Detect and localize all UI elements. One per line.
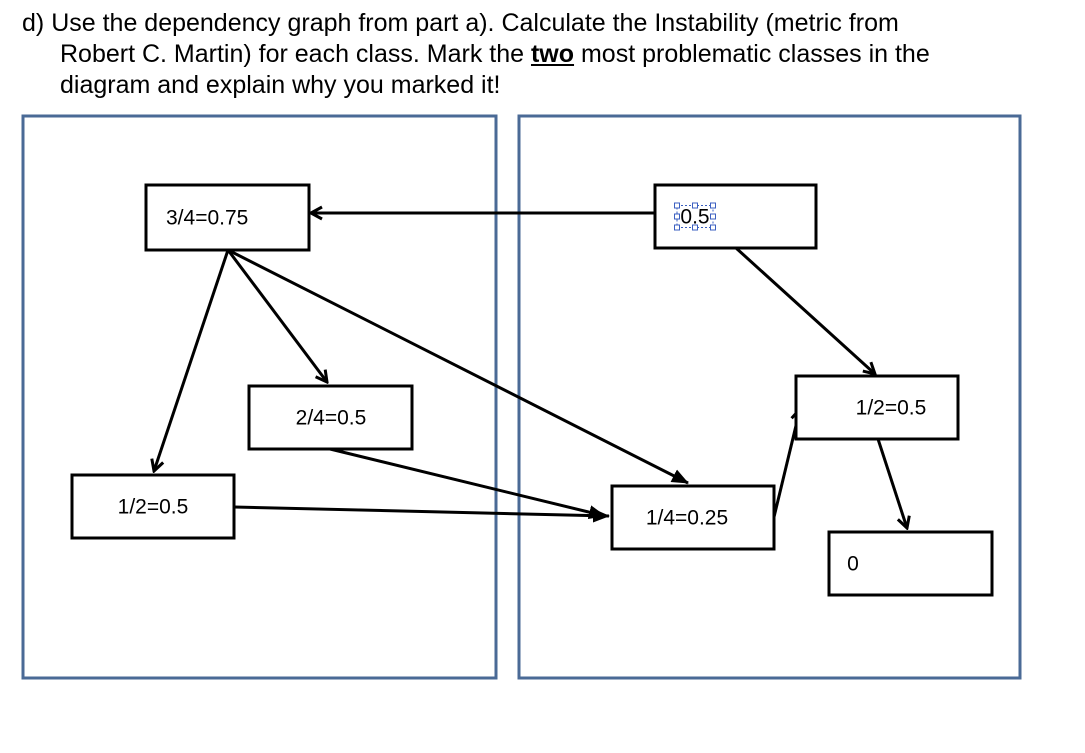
edge-left-bottom-to-right-center (233, 505, 610, 523)
resize-handle[interactable] (692, 224, 698, 231)
node-box (247, 384, 414, 451)
resize-handle[interactable] (674, 224, 680, 231)
node-label: 3/4=0.75 (166, 207, 248, 230)
resize-handle[interactable] (674, 213, 680, 220)
question-line-3: diagram and explain why you marked it! (60, 71, 501, 99)
node-label: 2/4=0.5 (296, 407, 367, 430)
node-label: 0.5 (680, 206, 709, 229)
node-label: 1/2=0.5 (118, 496, 189, 519)
question-line-1-text: Use the dependency graph from part a). C… (51, 9, 899, 37)
resize-handle[interactable] (692, 202, 698, 209)
node-box (794, 374, 960, 441)
node-label: 0 (847, 553, 859, 576)
node-box (70, 473, 236, 540)
resize-handle[interactable] (674, 202, 680, 209)
edge-right-upper-to-right-bottom (876, 438, 907, 528)
resize-handle[interactable] (710, 202, 716, 209)
node-label: 1/2=0.5 (856, 397, 927, 420)
edge-left-mid-to-right-center (329, 447, 606, 520)
node-left-mid: 2/4=0.5 (247, 384, 414, 451)
question-line-1: d) Use the dependency graph from part a)… (22, 8, 1032, 39)
question-line-2-start: Robert C. Martin) for each class. Mark t… (60, 40, 531, 68)
resize-handle[interactable] (710, 213, 716, 220)
node-box (827, 530, 994, 597)
edge-right-top-to-right-upper (734, 246, 875, 374)
edge-left-top-to-left-bottom (154, 249, 230, 471)
edge-left-top-to-left-mid (226, 249, 327, 382)
node-box (144, 183, 311, 252)
node-right-center: 1/4=0.25 (610, 484, 776, 551)
question-prefix: d) (22, 9, 45, 37)
edge-left-top-to-right-center (227, 248, 689, 485)
question-line-2-end: most problematic classes in the (574, 40, 930, 68)
node-box (653, 183, 818, 250)
node-left-top: 3/4=0.75 (144, 183, 311, 252)
node-right-top: 0.5 (653, 183, 818, 250)
node-left-bottom: 1/2=0.5 (70, 473, 236, 540)
question-line-2: Robert C. Martin) for each class. Mark t… (22, 39, 1032, 70)
question-text: d) Use the dependency graph from part a)… (22, 8, 1032, 101)
left-panel (21, 114, 498, 680)
node-label: 1/4=0.25 (646, 507, 728, 530)
node-box (610, 484, 776, 551)
resize-handle[interactable] (710, 224, 716, 231)
question-emphasis: two (530, 40, 575, 68)
node-right-bottom: 0 (827, 530, 994, 597)
node-right-upper: 1/2=0.5 (794, 374, 960, 441)
